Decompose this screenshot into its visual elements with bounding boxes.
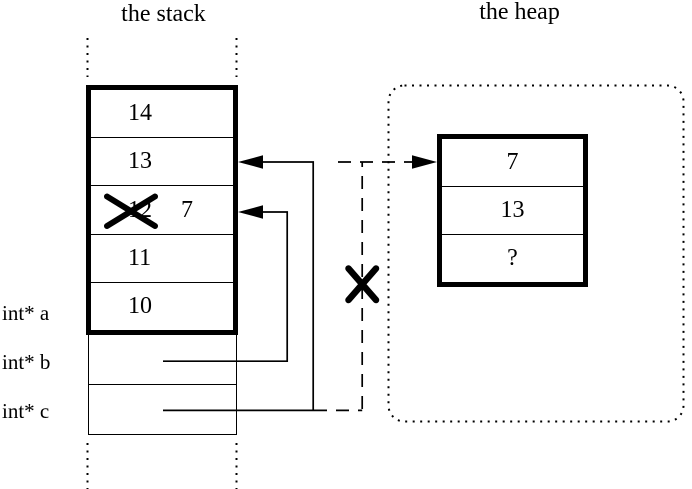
pointer-label-c: int* c bbox=[2, 399, 50, 423]
heap-cell-0: 7 bbox=[442, 139, 583, 187]
stack-pointer-cells bbox=[87, 335, 237, 435]
dangling-pointer-dashed-line bbox=[314, 155, 437, 412]
stack-cell-old-value-crossed: 12 bbox=[128, 196, 152, 223]
stack-cell-c bbox=[89, 385, 236, 434]
stack-cell-overwritten: 12 7 bbox=[91, 186, 233, 235]
stack-cell-new-value: 7 bbox=[181, 196, 193, 223]
stack-cell-10: 10 bbox=[91, 283, 233, 330]
stack-title: the stack bbox=[121, 1, 206, 27]
pointer-label-a: int* a bbox=[2, 301, 50, 325]
heap-cell-2-value: ? bbox=[507, 245, 518, 271]
stack-frame-box: 14 13 12 7 11 10 bbox=[86, 85, 238, 335]
heap-cell-0-value: 7 bbox=[506, 149, 519, 175]
stack-cell-14: 14 bbox=[91, 90, 233, 139]
pointer-c-arrowhead-icon bbox=[238, 155, 263, 169]
stack-cell-13: 13 bbox=[91, 138, 233, 187]
stack-cell-14-value: 14 bbox=[128, 100, 152, 127]
stack-cell-11-value: 11 bbox=[128, 244, 152, 271]
heap-block-box: 7 13 ? bbox=[437, 134, 588, 287]
heap-cell-1: 13 bbox=[442, 187, 583, 235]
heap-cell-1-value: 13 bbox=[500, 197, 525, 223]
stack-cell-10-value: 10 bbox=[128, 292, 152, 319]
pointer-b-arrowhead-icon bbox=[238, 205, 263, 219]
stack-cell-13-value: 13 bbox=[128, 148, 152, 175]
stack-cell-11: 11 bbox=[91, 235, 233, 283]
dangling-cross-icon bbox=[345, 265, 380, 304]
dangling-pointer-arrowhead-icon bbox=[412, 155, 437, 169]
pointer-label-b: int* b bbox=[2, 350, 51, 374]
heap-cell-2: ? bbox=[442, 235, 583, 282]
stack-cell-b bbox=[88, 335, 236, 385]
heap-title: the heap bbox=[479, 0, 560, 25]
